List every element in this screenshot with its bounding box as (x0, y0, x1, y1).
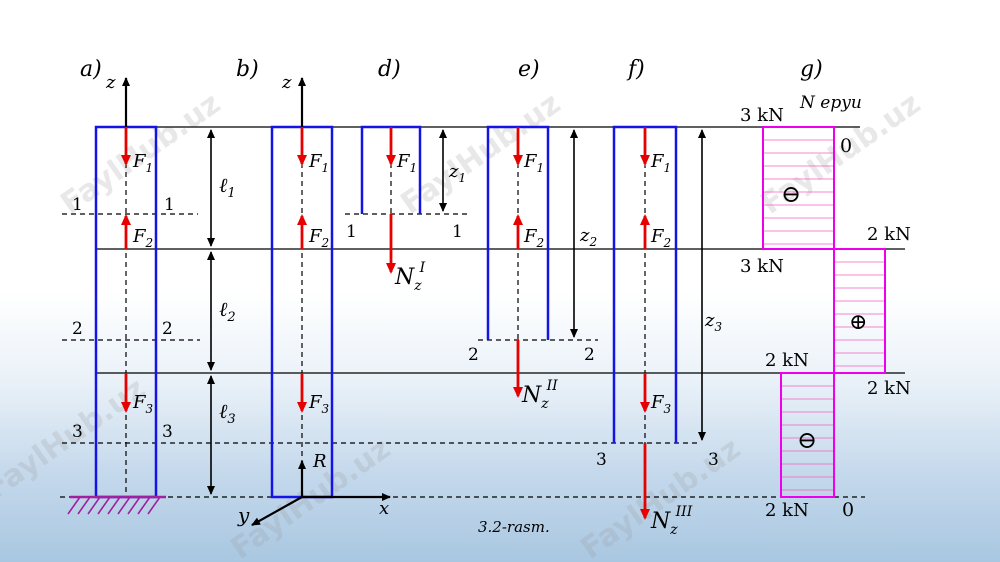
epure-value-mid1-left: 3 kN (740, 256, 784, 277)
epure-value-top-left: 3 kN (740, 105, 784, 126)
force-f3-label: F3 (308, 392, 330, 416)
force-f3-label: F3 (132, 392, 154, 416)
section-1-label: 1 (164, 195, 175, 215)
epure-value-mid2-right: 2 kN (867, 378, 911, 399)
internal-force-n3-label: NzIII (650, 504, 693, 538)
length-l1-label: ℓ1 (219, 173, 236, 201)
force-f2-label: F2 (132, 226, 153, 250)
reaction-r-label: R (312, 451, 327, 472)
section-2-label: 2 (468, 345, 479, 365)
epure-value-mid1-right: 2 kN (867, 224, 911, 245)
labels: a) b) d) e) f) g) z z x y F1 F2 F3 1 1 2… (72, 57, 911, 538)
internal-force-n2-label: NzII (521, 378, 558, 412)
panel-g-epure (762, 126, 886, 498)
epure-segment-2 (833, 248, 886, 374)
section-3-label: 3 (708, 450, 719, 470)
force-f2-label: F2 (308, 226, 329, 250)
length-l3-label: ℓ3 (219, 399, 236, 427)
panel-label-b: b) (236, 57, 259, 82)
epure-segment-3 (780, 372, 835, 498)
epure-value-top-zero: 0 (840, 135, 852, 157)
section-2-label: 2 (584, 345, 595, 365)
panel-d (360, 125, 447, 274)
epure-segment-1 (762, 126, 835, 250)
panel-label-d: d) (378, 57, 401, 82)
internal-force-n1-label: NzI (394, 260, 426, 294)
z-axis-label: z (105, 72, 116, 93)
section-1-label: 1 (452, 222, 463, 242)
section-3-label: 3 (72, 422, 83, 442)
coord-z3-label: z3 (704, 310, 722, 334)
coord-z2-label: z2 (579, 225, 597, 249)
panel-label-g: g) (800, 57, 823, 82)
section-3-label: 3 (596, 450, 607, 470)
section-1-label: 1 (72, 195, 83, 215)
length-l2-label: ℓ2 (219, 297, 236, 325)
panel-b (251, 77, 391, 526)
support-hatching (67, 496, 161, 515)
y-axis-label: y (237, 503, 250, 527)
y-axis-arrow (251, 496, 303, 526)
x-axis-label: x (379, 498, 389, 519)
epure-value-bottom-zero: 0 (842, 499, 854, 521)
section-2-label: 2 (162, 319, 173, 339)
panel-a (67, 77, 166, 515)
figure-caption: 3.2-rasm. (478, 518, 550, 536)
panel-label-e: e) (518, 57, 540, 82)
force-f2-label: F2 (650, 226, 671, 250)
coord-z1-label: z1 (448, 161, 466, 185)
epure-title: N epyu (799, 93, 862, 113)
panel-e (486, 125, 578, 398)
epure-value-mid2-left: 2 kN (765, 350, 809, 371)
force-f1-label: F1 (396, 151, 417, 175)
panel-label-a: a) (80, 57, 102, 82)
epure-value-bottom-left: 2 kN (765, 500, 809, 521)
minus-sign-icon: ⊖ (781, 180, 801, 208)
section-3-label: 3 (162, 422, 173, 442)
panel-label-f: f) (626, 57, 645, 82)
force-f2-label: F2 (523, 226, 544, 250)
minus-sign-icon: ⊖ (797, 426, 817, 454)
panel-f (612, 125, 706, 520)
plus-sign-icon: ⊕ (849, 310, 867, 335)
force-f1-label: F1 (308, 151, 329, 175)
force-f1-label: F1 (650, 151, 671, 175)
section-1-label: 1 (346, 222, 357, 242)
z-axis-label: z (281, 72, 292, 93)
force-f1-label: F1 (523, 151, 544, 175)
force-f1-label: F1 (132, 151, 153, 175)
epure-hatch (763, 139, 885, 491)
section-2-label: 2 (72, 319, 83, 339)
force-f3-label: F3 (650, 392, 672, 416)
